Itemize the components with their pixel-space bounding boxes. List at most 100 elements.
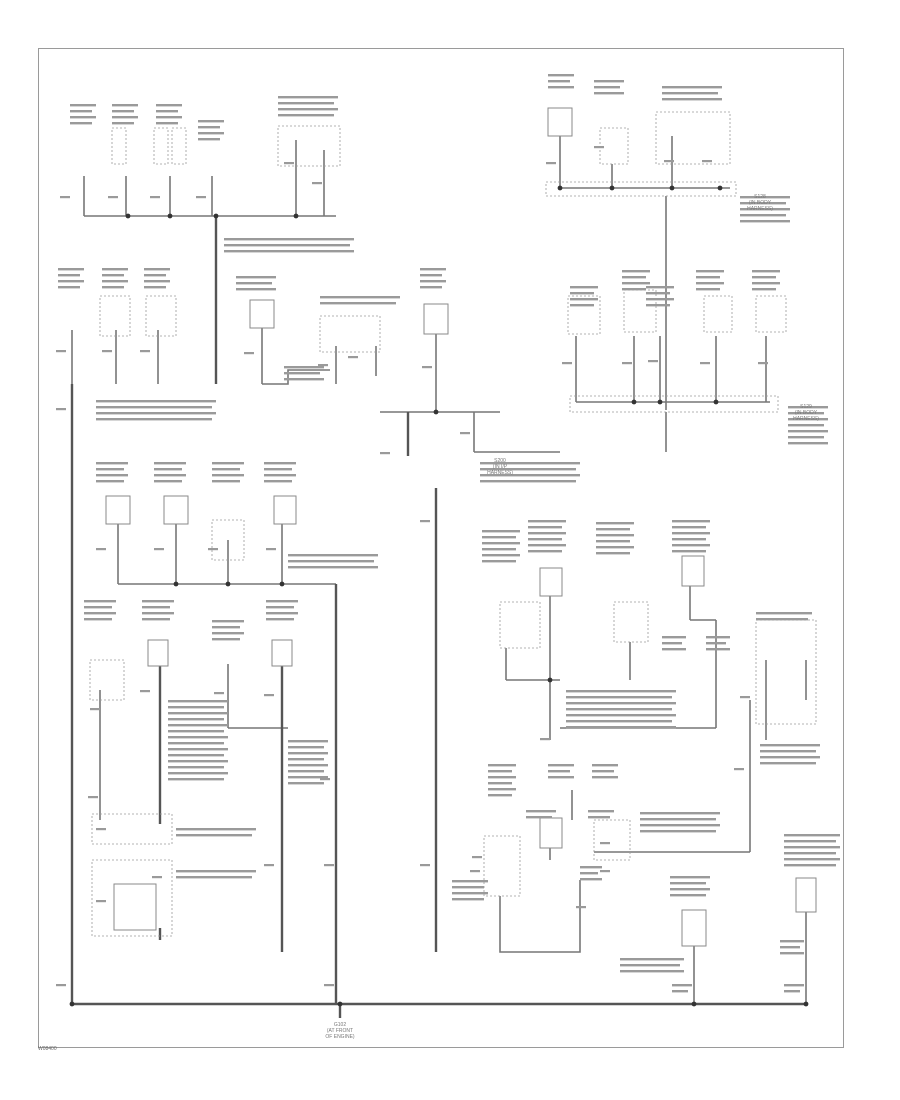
- label-line: [266, 606, 294, 609]
- label-line: [420, 274, 442, 277]
- label-line: [528, 532, 566, 535]
- label-line: [488, 794, 512, 797]
- label-line: [102, 274, 124, 277]
- label-line: [760, 744, 820, 747]
- label-line: [592, 764, 618, 767]
- label-line: [526, 816, 552, 819]
- wire-tag: [420, 520, 430, 523]
- label-line: [176, 870, 256, 873]
- component-labels: [56, 74, 840, 993]
- label-line: [646, 304, 670, 307]
- wire-tag: [88, 796, 98, 799]
- label-line: [622, 288, 646, 291]
- label-line: [288, 560, 374, 563]
- label-line: [236, 276, 276, 279]
- splice-label: HARNESS): [793, 416, 819, 422]
- label-line: [588, 810, 614, 813]
- label-line: [288, 566, 378, 569]
- label-line: [156, 110, 178, 113]
- label-line: [788, 412, 824, 415]
- label-line: [420, 280, 446, 283]
- label-line: [620, 958, 684, 961]
- label-line: [198, 132, 224, 135]
- label-line: [84, 612, 116, 615]
- label-line: [288, 770, 324, 773]
- label-line: [594, 80, 624, 83]
- wire-tag: [540, 738, 550, 741]
- component-outline: [211, 519, 245, 561]
- ground-label-main: OF ENGINE): [325, 1034, 355, 1040]
- wire-tag: [420, 864, 430, 867]
- label-line: [646, 298, 674, 301]
- label-line: [528, 550, 562, 553]
- label-line: [112, 122, 134, 125]
- label-line: [288, 764, 328, 767]
- component-box: [163, 495, 189, 525]
- label-line: [760, 756, 820, 759]
- wire-tag: [422, 366, 432, 369]
- label-line: [706, 648, 730, 651]
- label-line: [264, 474, 296, 477]
- wire-tag: [96, 548, 106, 551]
- label-line: [212, 620, 244, 623]
- label-line: [288, 758, 324, 761]
- wire-tag: [108, 196, 118, 199]
- label-line: [168, 778, 224, 781]
- wire-tag: [348, 356, 358, 359]
- label-line: [288, 740, 328, 743]
- wire-tag: [380, 452, 390, 455]
- splice-node: [657, 399, 663, 405]
- label-line: [752, 270, 780, 273]
- component-outline: [277, 125, 341, 167]
- component-dashed-outlines: [89, 111, 817, 937]
- label-line: [570, 286, 598, 289]
- label-line: [482, 542, 520, 545]
- label-line: [288, 554, 378, 557]
- label-line: [58, 268, 84, 271]
- component-box: [105, 495, 131, 525]
- label-line: [760, 762, 816, 765]
- label-line: [756, 618, 808, 621]
- label-line: [58, 274, 80, 277]
- label-line: [142, 600, 174, 603]
- label-line: [480, 480, 576, 483]
- label-line: [670, 876, 710, 879]
- label-line: [640, 830, 716, 833]
- label-line: [236, 282, 272, 285]
- component-outline: [91, 813, 173, 845]
- label-line: [96, 400, 216, 403]
- component-box: [113, 883, 157, 931]
- label-line: [526, 810, 556, 813]
- label-line: [168, 754, 224, 757]
- label-line: [662, 642, 682, 645]
- label-line: [588, 816, 610, 819]
- label-line: [596, 546, 634, 549]
- label-line: [662, 648, 686, 651]
- label-line: [740, 208, 790, 211]
- label-line: [672, 526, 706, 529]
- wire-tag: [600, 870, 610, 873]
- label-line: [596, 528, 630, 531]
- label-line: [548, 764, 574, 767]
- wire-lines: [71, 136, 807, 1004]
- wire-tag: [154, 548, 164, 551]
- label-line: [662, 92, 718, 95]
- label-line: [84, 606, 112, 609]
- label-line: [168, 700, 228, 703]
- ground-wires: [70, 216, 806, 1018]
- label-line: [784, 852, 836, 855]
- label-line: [566, 720, 672, 723]
- splice-label: (IN BODY: [749, 200, 772, 206]
- wire-tag: [758, 362, 768, 365]
- label-line: [640, 818, 716, 821]
- label-line: [566, 714, 676, 717]
- label-line: [620, 970, 684, 973]
- label-line: [596, 522, 634, 525]
- wire-tag: [284, 162, 294, 165]
- label-line: [236, 288, 276, 291]
- label-line: [570, 292, 594, 295]
- label-line: [788, 424, 824, 427]
- label-line: [622, 282, 650, 285]
- splice-node: [631, 399, 637, 405]
- component-outline: [623, 289, 657, 333]
